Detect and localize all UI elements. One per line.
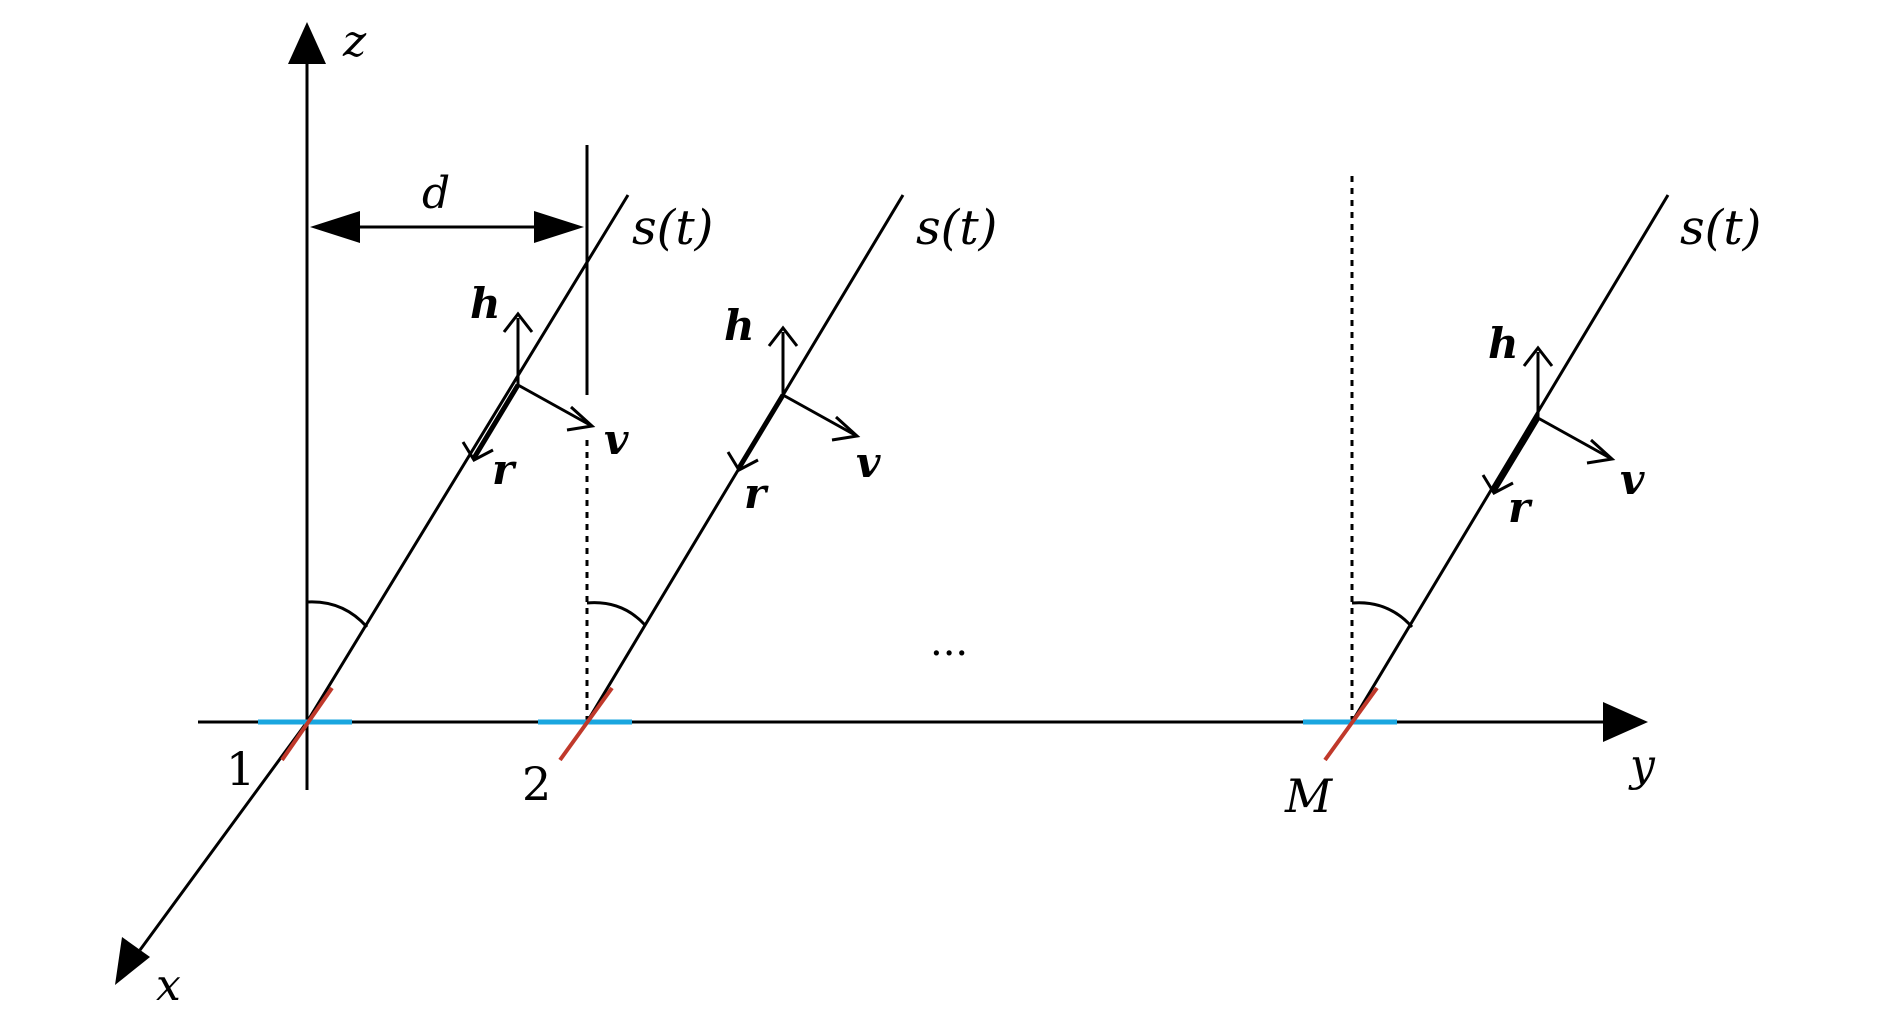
r-arrowhead-2 [726, 451, 759, 472]
incident-ray-m [1350, 194, 1670, 723]
v-label-2: v [856, 438, 881, 487]
r-label-1: r [492, 445, 517, 494]
array-element-1 [258, 194, 630, 762]
v-label-m: v [1620, 455, 1645, 504]
r-vector-m [1491, 416, 1541, 493]
element-tilted-2 [558, 686, 614, 762]
r-label-2: r [744, 469, 769, 518]
x-axis-arrowhead [115, 937, 150, 985]
v-vector-2 [782, 393, 856, 437]
x-axis [115, 721, 309, 985]
element-index-1: 1 [226, 742, 255, 796]
r-label-m: r [1508, 483, 1533, 532]
y-axis-label: y [1628, 740, 1656, 791]
v-arrowhead-1 [566, 405, 596, 432]
h-label-m: h [1488, 319, 1519, 368]
z-axis-label: z [342, 16, 367, 67]
x-axis-label: x [156, 960, 181, 1011]
spacing-arrow-right [534, 211, 584, 243]
r-vector-1 [471, 383, 521, 460]
angle-arc-2 [586, 601, 647, 627]
signal-label-1: s(t) [632, 200, 713, 256]
angle-arc-m [1351, 601, 1414, 628]
element-tilted-1 [280, 686, 334, 762]
r-vector-2 [736, 393, 786, 470]
angle-arc-1 [306, 600, 369, 628]
r-arrowhead-1 [461, 441, 494, 462]
element-index-2: 2 [522, 757, 551, 811]
z-axis [288, 22, 326, 790]
v-vector-m [1537, 416, 1611, 460]
h-label-1: h [470, 279, 501, 328]
spacing-label: d [422, 168, 450, 219]
spacing-dimension [310, 145, 589, 395]
h-arrowhead-2 [767, 325, 799, 347]
array-element-m [1303, 170, 1670, 762]
v-vector-1 [517, 383, 591, 427]
h-label-2: h [724, 301, 755, 350]
signal-label-2: s(t) [916, 200, 997, 256]
h-arrowhead-m [1522, 345, 1554, 367]
v-arrowhead-m [1586, 438, 1616, 465]
array-element-2 [538, 194, 905, 762]
spacing-arrow-left [310, 211, 360, 243]
z-axis-arrowhead [288, 22, 326, 64]
incident-ray-1 [305, 194, 630, 723]
r-arrowhead-m [1481, 474, 1514, 495]
y-axis [198, 702, 1648, 742]
element-tilted-m [1323, 686, 1379, 762]
ellipsis: ... [930, 619, 968, 665]
y-axis-arrowhead [1603, 702, 1648, 742]
v-label-1: v [604, 415, 629, 464]
h-arrowhead-1 [502, 311, 534, 333]
element-index-m: M [1284, 769, 1334, 823]
signal-label-m: s(t) [1680, 200, 1761, 256]
v-arrowhead-2 [831, 415, 861, 442]
